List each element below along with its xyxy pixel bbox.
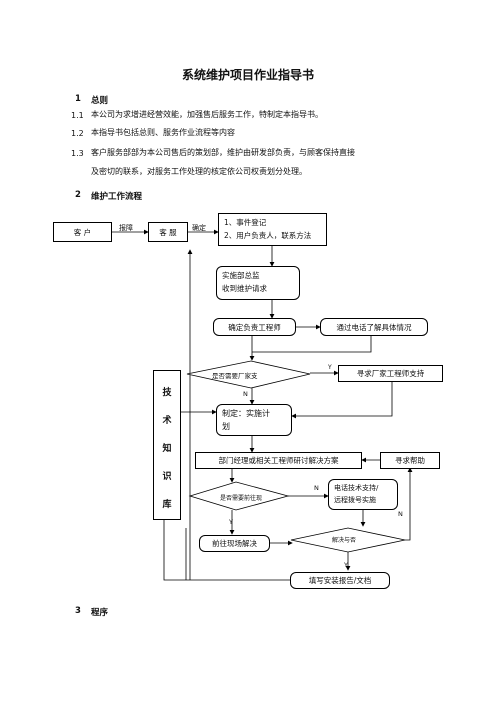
decision-diamond-onsite bbox=[188, 481, 290, 511]
phone-support-line-2: 远程拨号实施 bbox=[334, 496, 376, 504]
seek-help-box: 寻求帮助 bbox=[380, 452, 440, 469]
section-2-heading: 维护工作流程 bbox=[91, 192, 143, 202]
document-title: 系统维护项目作业指导书 bbox=[181, 68, 314, 82]
need-vendor-label: 是否需要厂家支 bbox=[212, 372, 258, 380]
phone-support-box: 电话技术支持/ 远程拨号实施 bbox=[328, 479, 398, 510]
solved-yes-label: Y bbox=[344, 561, 348, 569]
vendor-no-label: N bbox=[243, 390, 248, 398]
knowledge-base-char-2: 术 bbox=[162, 416, 172, 426]
section-2-number: 2 bbox=[75, 190, 81, 200]
onsite-no-label: N bbox=[314, 484, 319, 492]
item-1-3-text: 客户服务部部为本公司售后的策划部，维护由研发部负责，与顾客保持直接 bbox=[91, 148, 355, 157]
plan-box: 制定：实施计 划 bbox=[216, 404, 292, 436]
director-line-1: 实施部总监 bbox=[222, 271, 260, 280]
knowledge-base-char-3: 知 bbox=[162, 444, 172, 454]
register-line-2: 2、用户负责人，联系方法 bbox=[224, 231, 312, 240]
section-3-heading: 程序 bbox=[91, 608, 109, 618]
item-1-1-number: 1.1 bbox=[71, 111, 84, 120]
section-1-heading: 总则 bbox=[91, 96, 109, 106]
register-box: 1、事件登记 2、用户负责人，联系方法 bbox=[218, 213, 327, 246]
knowledge-base-char-1: 技 bbox=[162, 388, 172, 398]
discuss-box: 部门经理或相关工程师研讨解决方案 bbox=[195, 452, 362, 469]
phone-understand-box: 通过电话了解具体情况 bbox=[320, 318, 428, 336]
service-box: 客 服 bbox=[148, 222, 188, 242]
item-1-3-number: 1.3 bbox=[71, 149, 84, 158]
knowledge-base-char-4: 识 bbox=[162, 472, 172, 482]
solved-no-label: N bbox=[398, 510, 403, 518]
report-doc-box: 填写安装报告/文档 bbox=[290, 572, 390, 589]
section-3-number: 3 bbox=[75, 606, 81, 616]
report-label: 报障 bbox=[119, 224, 133, 232]
onsite-yes-label: Y bbox=[229, 518, 233, 526]
plan-line-1: 制定：实施计 bbox=[222, 409, 270, 418]
decision-diamond-solved bbox=[290, 527, 406, 553]
register-line-1: 1、事件登记 bbox=[224, 218, 267, 227]
director-line-2: 收到维护请求 bbox=[222, 284, 267, 293]
item-1-2-number: 1.2 bbox=[71, 129, 84, 138]
vendor-support-box: 寻求厂家工程师支持 bbox=[338, 365, 443, 382]
director-box: 实施部总监 收到维护请求 bbox=[216, 266, 300, 300]
section-1-number: 1 bbox=[75, 94, 81, 104]
vendor-yes-label: Y bbox=[328, 364, 332, 371]
phone-support-line-1: 电话技术支持/ bbox=[334, 484, 379, 492]
onsite-box: 前往现场解决 bbox=[199, 535, 270, 552]
item-1-3-continuation: 及密切的联系，对服务工作处理的核定依公司权责划分处理。 bbox=[91, 167, 307, 176]
need-onsite-label: 是否需要前往现 bbox=[220, 495, 263, 502]
assign-engineer-box: 确定负责工程师 bbox=[213, 318, 296, 336]
solved-label: 解决与否 bbox=[332, 537, 357, 544]
decision-diamond-vendor bbox=[186, 360, 311, 389]
confirm-label: 确定 bbox=[192, 224, 206, 232]
item-1-1-text: 本公司为求增进经营效能，加强售后服务工作，特制定本指导书。 bbox=[91, 110, 323, 119]
knowledge-base-box: 技 术 知 识 库 bbox=[153, 370, 181, 520]
item-1-2-text: 本指导书包括总则、服务作业流程等内容 bbox=[91, 128, 235, 137]
customer-box: 客 户 bbox=[53, 222, 112, 242]
plan-line-2: 划 bbox=[222, 422, 230, 431]
knowledge-base-char-5: 库 bbox=[162, 500, 172, 510]
